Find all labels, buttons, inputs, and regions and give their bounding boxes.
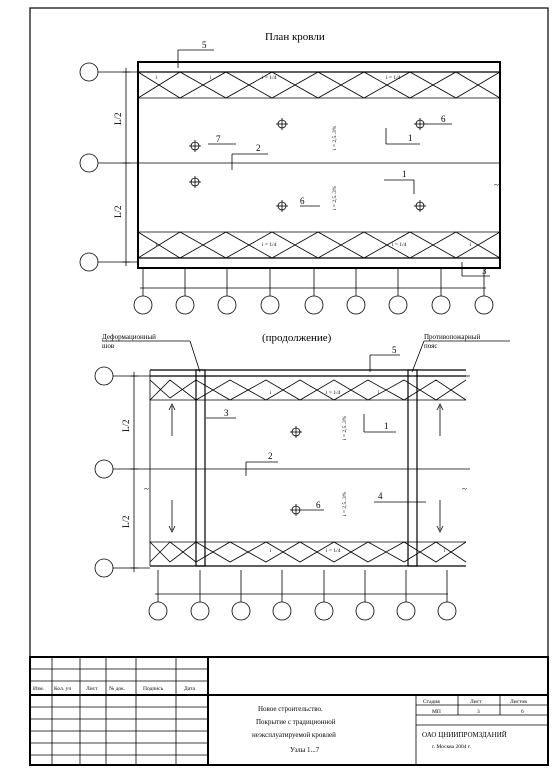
sheet-value: 3 <box>477 709 480 715</box>
expansion-joint <box>195 369 206 567</box>
slope-label: i = 2,5..3% <box>342 491 348 516</box>
roof-drain-icon <box>414 200 426 212</box>
slope-label: i = 1/4 <box>392 242 407 248</box>
callout-6: 6 <box>316 500 321 510</box>
sheets-label: Листов <box>510 699 527 705</box>
callout-5: 5 <box>202 40 207 50</box>
grid-axis-row <box>148 570 457 621</box>
roof-drain-icon <box>290 504 302 516</box>
stamp-description: Покрытие с традиционной <box>256 718 336 726</box>
slope-label: i = 1/4 <box>386 75 401 81</box>
roof-drain-icon <box>290 426 302 438</box>
slope-label: i = 1/4 <box>326 390 341 396</box>
callout-4: 4 <box>378 491 383 501</box>
plan1-span-bottom: L/2 <box>113 206 123 219</box>
roof-drain-icon <box>189 140 201 152</box>
stamp-header: Лист <box>86 686 98 692</box>
plan1-span-top: L/2 <box>113 113 123 126</box>
slope-label: i = 2,5..3% <box>332 185 338 210</box>
callout-2: 2 <box>256 143 261 153</box>
callout-1: 1 <box>384 421 389 431</box>
grid-axis-row <box>133 268 494 315</box>
slope-label: i <box>470 242 472 248</box>
roof-outline <box>137 61 501 269</box>
firewall-belt <box>407 369 418 567</box>
stamp-description: неэксплуатируемой кровлей <box>252 731 336 739</box>
break-mark: ~ <box>494 180 499 190</box>
slope-label: i <box>156 242 158 248</box>
sheet-label: Лист <box>470 699 482 705</box>
valley-lines <box>137 71 501 99</box>
slope-label: i <box>270 548 272 554</box>
joint-label: Деформационный <box>102 333 156 341</box>
callout-2: 2 <box>268 451 273 461</box>
slope-label: i = 1/4 <box>262 242 277 248</box>
slope-label: i <box>378 390 380 396</box>
roof-drain-icon <box>276 118 288 130</box>
callout-3: 3 <box>224 408 229 418</box>
stamp-description: Узлы 1...7 <box>290 746 320 754</box>
roof-drain-icon <box>189 176 201 188</box>
callout-7: 7 <box>216 134 221 144</box>
break-mark: ~ <box>144 484 149 494</box>
grid-axis-bubble <box>79 62 99 82</box>
stamp-header: № док. <box>109 686 126 692</box>
callout-6: 6 <box>441 114 446 124</box>
grid-axis-bubble <box>94 459 114 479</box>
roof-plan-1: План кровли L/2 L/2 <box>79 31 501 315</box>
stamp-header: Кол. уч <box>54 686 71 692</box>
grid-axis-bubble <box>94 366 114 386</box>
roof-drain-icon <box>276 200 288 212</box>
slope-label: i = 2,5..3% <box>332 125 338 150</box>
fire-label: пояс <box>424 342 437 350</box>
joint-label: шов <box>102 342 115 350</box>
slope-label: i = 1/4 <box>326 548 341 554</box>
slope-label: i <box>270 390 272 396</box>
slope-label: i = 2,5..3% <box>342 415 348 440</box>
org-name: ОАО ЦНИИПРОМЗДАНИЙ <box>422 731 507 739</box>
callout-1: 1 <box>408 133 413 143</box>
stamp-header: Изм. <box>33 686 45 692</box>
title-block: Изм. Кол. уч Лист № док. Подпись Дата Но… <box>29 656 549 766</box>
break-mark: ~ <box>462 484 467 494</box>
stamp-header: Дата <box>184 686 196 692</box>
stage-value: МП <box>432 709 441 715</box>
callout-6b: 6 <box>300 196 305 206</box>
grid-axis-bubble <box>79 153 99 173</box>
roof-drain-icon <box>414 118 426 130</box>
slope-label: i <box>444 548 446 554</box>
callout-1b: 1 <box>402 169 407 179</box>
stamp-header: Подпись <box>143 686 164 692</box>
slope-label: i <box>156 75 158 81</box>
callout-3: 3 <box>482 266 487 276</box>
plan2-subtitle: (продолжение) <box>262 332 332 344</box>
stage-label: Стадия <box>423 699 440 705</box>
roof-plan-2: (продолжение) Деформационный шов Противо… <box>94 332 510 621</box>
stamp-description: Новое строительство. <box>258 705 323 713</box>
slope-label: i = 1/4 <box>262 75 277 81</box>
plan1-title: План кровли <box>265 31 325 43</box>
org-city-year: г. Москва 2004 г. <box>432 744 471 750</box>
grid-axis-bubble <box>94 558 114 578</box>
grid-axis-bubble <box>79 252 99 272</box>
sheets-value: 6 <box>521 709 524 715</box>
fire-label: Противопожарный <box>424 333 480 341</box>
plan2-span-top: L/2 <box>121 420 131 433</box>
slope-label: i <box>210 75 212 81</box>
plan2-span-bottom: L/2 <box>121 516 131 529</box>
callout-5: 5 <box>392 345 397 355</box>
